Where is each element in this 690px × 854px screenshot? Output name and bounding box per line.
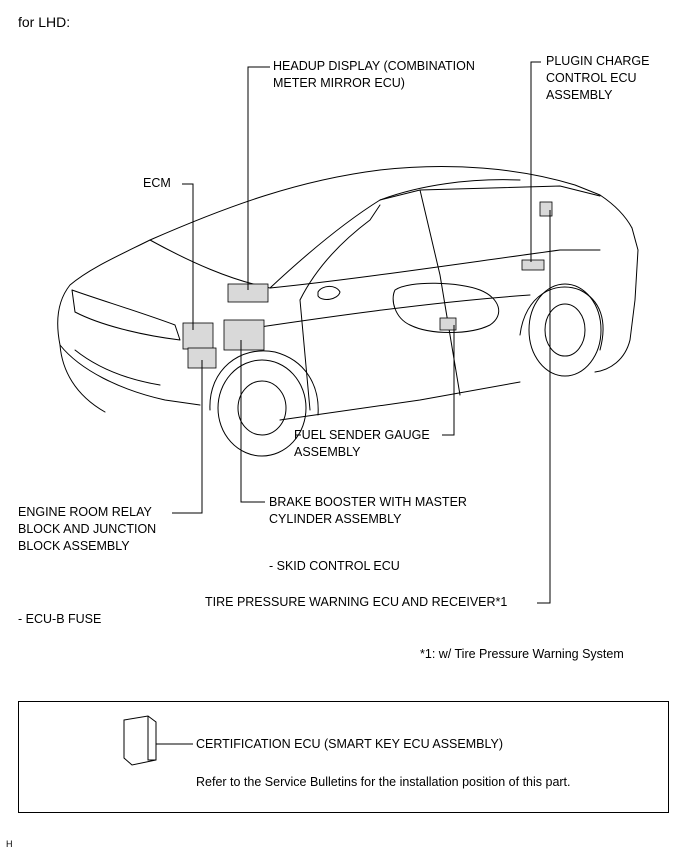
rear-wheel-arch (519, 286, 604, 351)
leader-headup (247, 66, 270, 290)
label-tire-pressure: TIRE PRESSURE WARNING ECU AND RECEIVER*1 (205, 595, 508, 609)
label-engine-room-relay: ENGINE ROOM RELAY BLOCK AND JUNCTION BLO… (18, 505, 157, 553)
front-wheel-arch (209, 350, 319, 416)
fuel-tank (392, 282, 500, 333)
corner-mark: H (6, 839, 13, 849)
car-mirror (317, 285, 341, 300)
brake-booster-unit (223, 319, 265, 351)
car-roofline (149, 166, 633, 241)
car-door-a (299, 204, 381, 301)
car-door-b (419, 189, 461, 396)
leader-fuel (442, 325, 455, 436)
certification-note: Refer to the Service Bulletins for the i… (196, 775, 571, 789)
car-sill (279, 381, 521, 421)
label-ecm: ECM (143, 176, 171, 190)
car-door-c (299, 299, 311, 411)
plugin-charge-unit (521, 259, 545, 271)
front-wheel (217, 359, 307, 457)
label-ecu-b-fuse: - ECU-B FUSE (18, 612, 102, 626)
headlight (71, 289, 181, 341)
front-wheel-hub (237, 380, 287, 436)
footnote: *1: w/ Tire Pressure Warning System (420, 647, 624, 661)
label-headup-display: HEADUP DISPLAY (COMBINATION METER MIRROR… (273, 59, 475, 90)
label-skid-control: - SKID CONTROL ECU (269, 559, 400, 573)
leader-relay (172, 360, 203, 514)
grille (74, 349, 161, 386)
leader-brake (240, 340, 265, 503)
car-hood (57, 239, 151, 413)
rear-wheel-hub (544, 303, 586, 357)
fuel-sender-unit (439, 317, 457, 331)
label-brake-booster: BRAKE BOOSTER WITH MASTER CYLINDER ASSEM… (269, 495, 467, 526)
ecm-unit (182, 322, 214, 350)
certification-box (18, 701, 669, 813)
label-plugin-charge: PLUGIN CHARGE CONTROL ECU ASSEMBLY (546, 54, 650, 102)
page-title: for LHD: (18, 14, 71, 30)
car-rear (594, 227, 639, 373)
leader-ecm (182, 183, 194, 330)
car-windshield (149, 179, 521, 289)
car-window-line (379, 185, 601, 201)
car-side-line (239, 294, 531, 331)
rear-wheel (528, 283, 602, 377)
car-beltline (269, 249, 601, 289)
car-front-bumper (59, 344, 201, 406)
leader-tire (537, 210, 551, 604)
tire-pressure-unit (539, 201, 553, 217)
label-fuel-sender: FUEL SENDER GAUGE ASSEMBLY (294, 428, 430, 459)
label-certification: CERTIFICATION ECU (SMART KEY ECU ASSEMBL… (196, 737, 504, 751)
leader-plugin (530, 61, 541, 262)
